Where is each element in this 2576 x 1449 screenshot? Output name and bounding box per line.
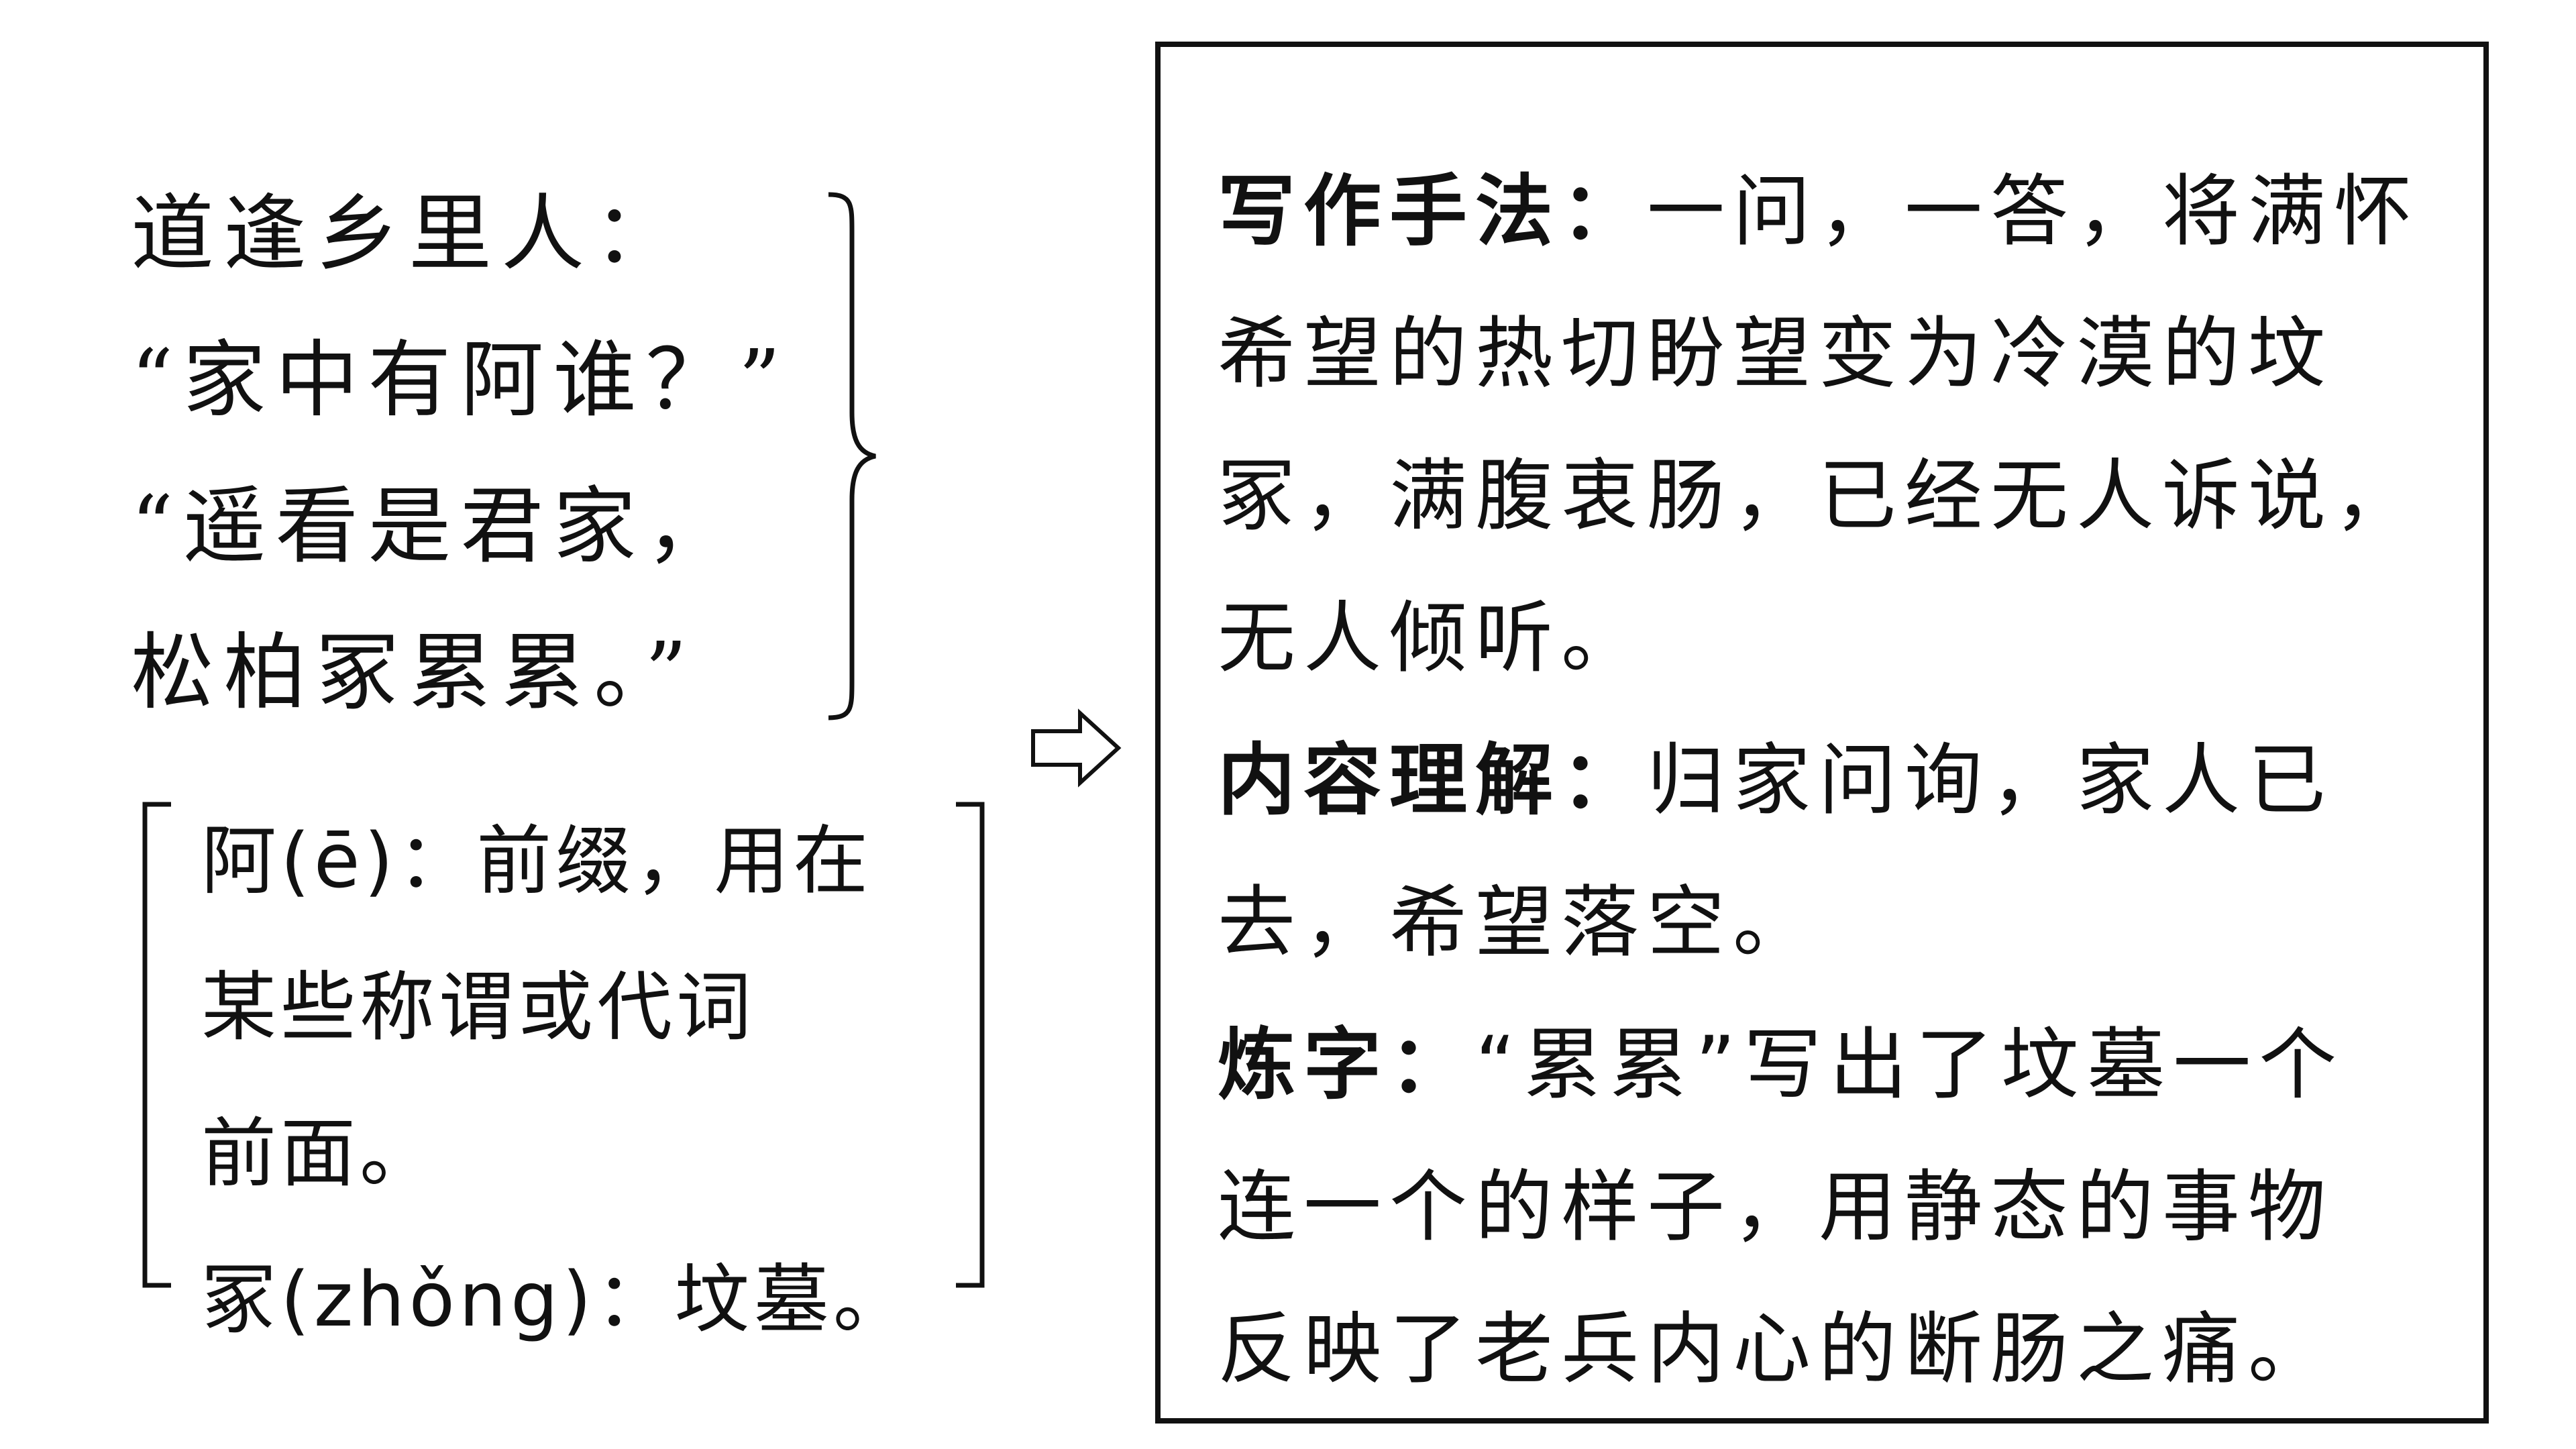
word-refinement-text: “累累”写出了坟墓一个 bbox=[1475, 1020, 2345, 1110]
writing-technique-line-4: 无人倾听。 bbox=[1218, 593, 1647, 684]
content-understanding-label: 内容理解： bbox=[1218, 735, 1647, 826]
right-square-bracket-icon bbox=[956, 802, 985, 1288]
vocabulary-notes: 阿(ē)：前缀，用在 某些称谓或代词 前面。 冢(zhǒng)：坟墓。 bbox=[141, 802, 986, 1344]
writing-technique-line-2: 希望的热切盼望变为冷漠的坟 bbox=[1218, 309, 2334, 399]
writing-technique-line-3: 冢，满腹衷肠，已经无人诉说， bbox=[1218, 451, 2420, 541]
writing-technique-text: 一问，一答，将满怀 bbox=[1647, 166, 2420, 257]
content-understanding-line-2: 去，希望落空。 bbox=[1218, 877, 1819, 968]
poem-excerpt: 道逢乡里人： “家中有阿谁？” “遥看是君家， 松柏冢累累。” bbox=[131, 161, 842, 746]
poem-line-3: “遥看是君家， bbox=[131, 478, 739, 575]
note-line-3: 前面。 bbox=[201, 1110, 439, 1197]
hollow-right-arrow-icon bbox=[1031, 708, 1122, 788]
notes-text: 阿(ē)：前缀，用在 某些称谓或代词 前面。 冢(zhǒng)：坟墓。 bbox=[201, 788, 946, 1373]
analysis-text: 写作手法：一问，一答，将满怀 希望的热切盼望变为冷漠的坟 冢，满腹衷肠，已经无人… bbox=[1218, 141, 2445, 1421]
word-refinement-line-1: 炼字：“累累”写出了坟墓一个 bbox=[1218, 994, 2445, 1136]
note-line-1: 阿(ē)：前缀，用在 bbox=[201, 818, 873, 905]
poem-line-1: 道逢乡里人： bbox=[131, 186, 687, 282]
word-refinement-line-3: 反映了老兵内心的断肠之痛。 bbox=[1218, 1304, 2334, 1395]
right-brace-icon bbox=[828, 192, 876, 720]
left-square-bracket-icon bbox=[142, 802, 171, 1288]
note-line-2: 某些称谓或代词 bbox=[201, 964, 755, 1051]
writing-technique-line-1: 写作手法：一问，一答，将满怀 bbox=[1218, 141, 2445, 283]
word-refinement-label: 炼字： bbox=[1218, 1020, 1475, 1110]
note-line-4: 冢(zhǒng)：坟墓。 bbox=[201, 1256, 912, 1344]
content-understanding-text: 归家问询，家人已 bbox=[1647, 735, 2334, 826]
writing-technique-label: 写作手法： bbox=[1218, 166, 1647, 257]
analysis-panel: 写作手法：一问，一答，将满怀 希望的热切盼望变为冷漠的坟 冢，满腹衷肠，已经无人… bbox=[1155, 42, 2489, 1424]
word-refinement-line-2: 连一个的样子，用静态的事物 bbox=[1218, 1162, 2334, 1252]
poem-line-2: “家中有阿谁？” bbox=[131, 332, 790, 429]
poem-line-4: 松柏冢累累。” bbox=[131, 625, 697, 721]
content-understanding-line-1: 内容理解：归家问询，家人已 bbox=[1218, 710, 2445, 852]
